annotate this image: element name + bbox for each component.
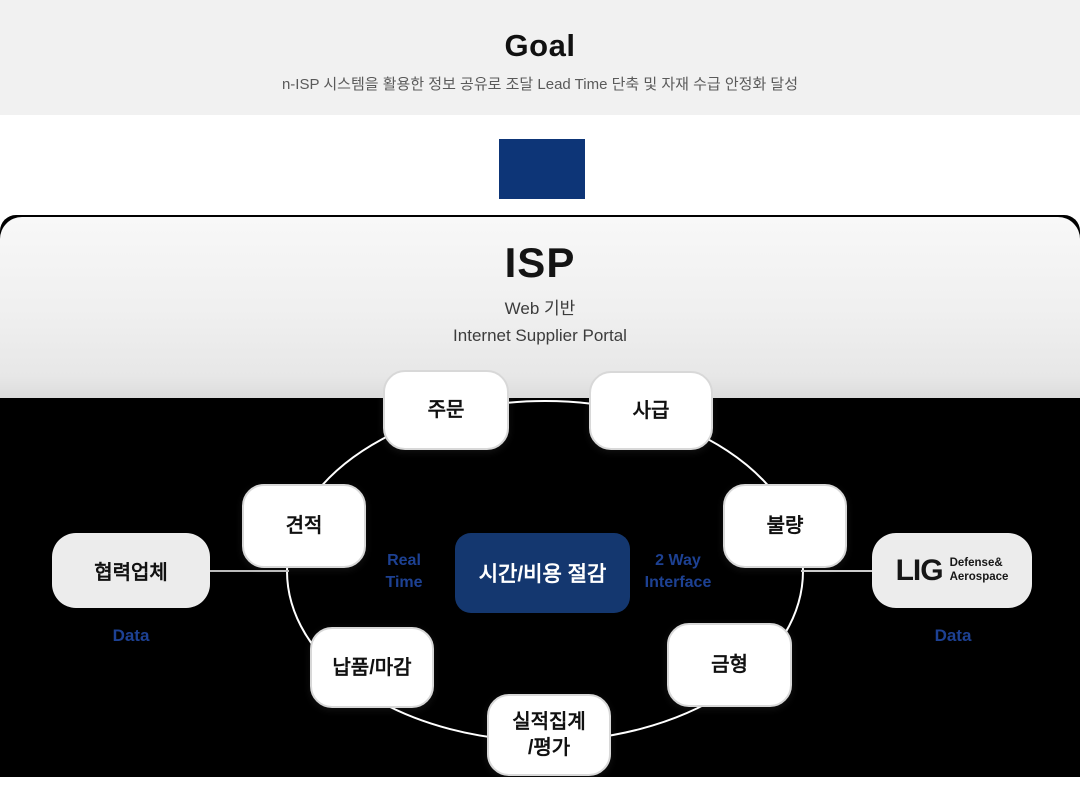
partner-company-box: 협력업체 [52, 533, 210, 608]
lig-logo-subtext-line2: Aerospace [949, 570, 1009, 583]
real-time-label-line2: Time [385, 574, 423, 592]
node-mold: 금형 [667, 623, 792, 707]
isp-panel: ISP Web 기반 Internet Supplier Portal [0, 215, 1080, 777]
lig-logo-subtext: Defense& Aerospace [950, 557, 1009, 583]
company-data-label: Data [934, 626, 972, 645]
node-order-label: 주문 [427, 399, 465, 421]
node-delivery-closing: 납품/마감 [310, 627, 434, 708]
page-title: Goal [504, 28, 576, 63]
goal-header: Goal n-ISP 시스템을 활용한 정보 공유로 조달 Lead Time … [0, 0, 1080, 115]
real-time-label: Real Time [368, 550, 440, 595]
node-supply: 사급 [589, 371, 713, 450]
real-time-label-line1: Real [387, 552, 421, 569]
page-subtitle: n-ISP 시스템을 활용한 정보 공유로 조달 Lead Time 단축 및 … [281, 76, 799, 93]
center-benefit-label: 시간/비용 절감 [478, 563, 607, 586]
node-performance-label-line1: 실적집계 [512, 711, 586, 733]
node-mold-label: 금형 [711, 654, 748, 676]
node-order: 주문 [383, 370, 509, 450]
node-defect: 불량 [723, 484, 847, 568]
flow-connector-rect [499, 139, 585, 199]
company-logo-box: LIG Defense& Aerospace [872, 533, 1032, 608]
isp-title: ISP [504, 239, 576, 286]
isp-panel-header: ISP Web 기반 Internet Supplier Portal [0, 217, 1080, 398]
node-quotation-label: 견적 [285, 515, 323, 537]
isp-subtitle-line1: Web 기반 [504, 299, 576, 318]
two-way-interface-label-line2: Interface [644, 574, 712, 592]
node-defect-label: 불량 [766, 515, 804, 537]
node-performance-evaluation: 실적집계 /평가 [487, 694, 611, 776]
isp-subtitle-line2: Internet Supplier Portal [453, 326, 627, 345]
partner-company-label: 협력업체 [94, 562, 168, 584]
center-benefit-box: 시간/비용 절감 [455, 533, 630, 613]
two-way-interface-label: 2 Way Interface [642, 550, 714, 595]
node-supply-label: 사급 [632, 399, 670, 422]
node-delivery-closing-label: 납품/마감 [332, 656, 412, 679]
lig-logo: LIG [895, 553, 944, 587]
node-performance-label-line2: /평가 [527, 737, 571, 759]
node-quotation: 견적 [242, 484, 366, 568]
lig-logo-subtext-line1: Defense& [949, 557, 1003, 570]
partner-data-label: Data [112, 626, 150, 645]
two-way-interface-label-line1: 2 Way [655, 552, 701, 569]
